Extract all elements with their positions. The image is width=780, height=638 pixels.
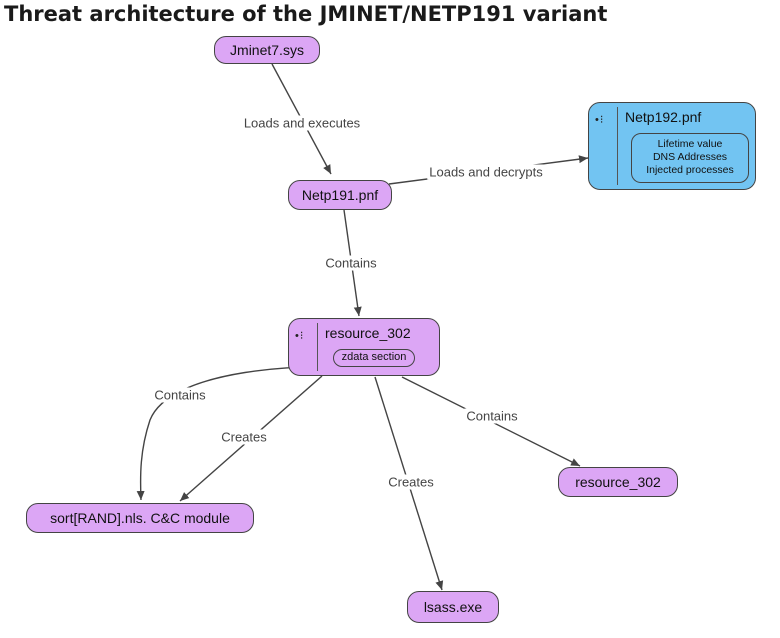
netp192-item-dns: DNS Addresses <box>652 151 728 163</box>
drag-handle-icon[interactable]: •⁝ <box>595 114 605 126</box>
node-netp191-pnf[interactable]: Netp191.pnf <box>288 180 392 210</box>
node-netp191-pnf-label: Netp191.pnf <box>301 187 379 203</box>
edge-label-contains-left: Contains <box>152 387 208 403</box>
node-jminet7-sys-label: Jminet7.sys <box>230 42 304 58</box>
netp192-item-lifetime: Lifetime value <box>657 138 723 150</box>
edge-label-contains: Contains <box>323 255 379 271</box>
edge-label-loads-decrypts: Loads and decrypts <box>427 164 545 180</box>
node-resource-302-main[interactable]: •⁝ resource_302 zdata section <box>288 318 440 376</box>
edge-label-contains-right: Contains <box>464 408 520 424</box>
node-sort-rand-nls-label: sort[RAND].nls. C&C module <box>50 510 230 526</box>
node-sort-rand-nls[interactable]: sort[RAND].nls. C&C module <box>26 503 254 533</box>
edge-label-creates-left: Creates <box>219 429 269 445</box>
node-resource-302-right[interactable]: resource_302 <box>558 467 678 497</box>
edge-label-loads-executes: Loads and executes <box>241 115 363 131</box>
diagram-title: Threat architecture of the JMINET/NETP19… <box>4 2 608 26</box>
node-lsass-exe[interactable]: lsass.exe <box>407 591 499 623</box>
edge-label-creates-bottom: Creates <box>386 474 436 490</box>
node-netp192-pnf[interactable]: •⁝ Netp192.pnf Lifetime value DNS Addres… <box>588 102 756 190</box>
node-divider <box>317 323 318 371</box>
zdata-section-box: zdata section <box>333 349 415 367</box>
drag-handle-icon[interactable]: •⁝ <box>295 330 305 342</box>
node-divider <box>617 107 618 185</box>
node-lsass-exe-label: lsass.exe <box>423 599 483 615</box>
netp192-contents-box: Lifetime value DNS Addresses Injected pr… <box>631 133 749 183</box>
node-resource-302-main-label: resource_302 <box>325 325 411 341</box>
netp192-item-injected: Injected processes <box>646 164 734 176</box>
node-jminet7-sys[interactable]: Jminet7.sys <box>214 36 320 64</box>
node-resource-302-right-label: resource_302 <box>575 474 661 490</box>
node-netp192-pnf-label: Netp192.pnf <box>625 109 702 125</box>
